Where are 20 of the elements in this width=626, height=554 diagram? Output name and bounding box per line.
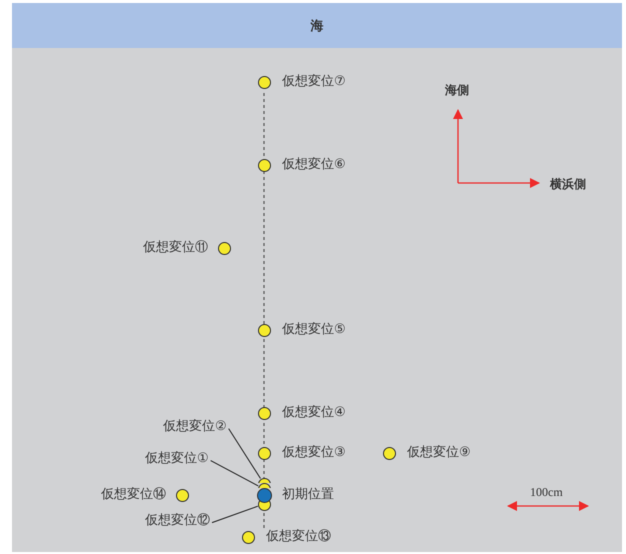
dot-label: 仮想変位④ bbox=[282, 405, 346, 421]
dimension-label: 100cm bbox=[530, 484, 563, 500]
dot-label: 仮想変位② bbox=[163, 419, 227, 435]
direction-label: 海側 bbox=[445, 82, 469, 98]
dot-label: 仮想変位⑦ bbox=[282, 74, 346, 90]
dot-label: 仮想変位⑫ bbox=[145, 513, 210, 529]
dot-label: 仮想変位⑤ bbox=[282, 322, 346, 338]
dot-label: 仮想変位⑭ bbox=[101, 487, 166, 503]
leader-line bbox=[212, 506, 258, 524]
dot-label: 仮想変位① bbox=[145, 451, 209, 467]
dot-label: 仮想変位③ bbox=[282, 445, 346, 461]
dot-label: 仮想変位⑪ bbox=[143, 240, 208, 256]
leader-line bbox=[228, 428, 261, 480]
sea-band: 海 bbox=[12, 3, 622, 48]
leader-line bbox=[210, 460, 259, 486]
dot-label: 仮想変位⑥ bbox=[282, 157, 346, 173]
dot-label: 仮想変位⑨ bbox=[407, 445, 471, 461]
dot-label: 仮想変位⑬ bbox=[266, 529, 331, 545]
position-label: 初期位置 bbox=[282, 487, 334, 503]
direction-label: 横浜側 bbox=[550, 176, 586, 192]
